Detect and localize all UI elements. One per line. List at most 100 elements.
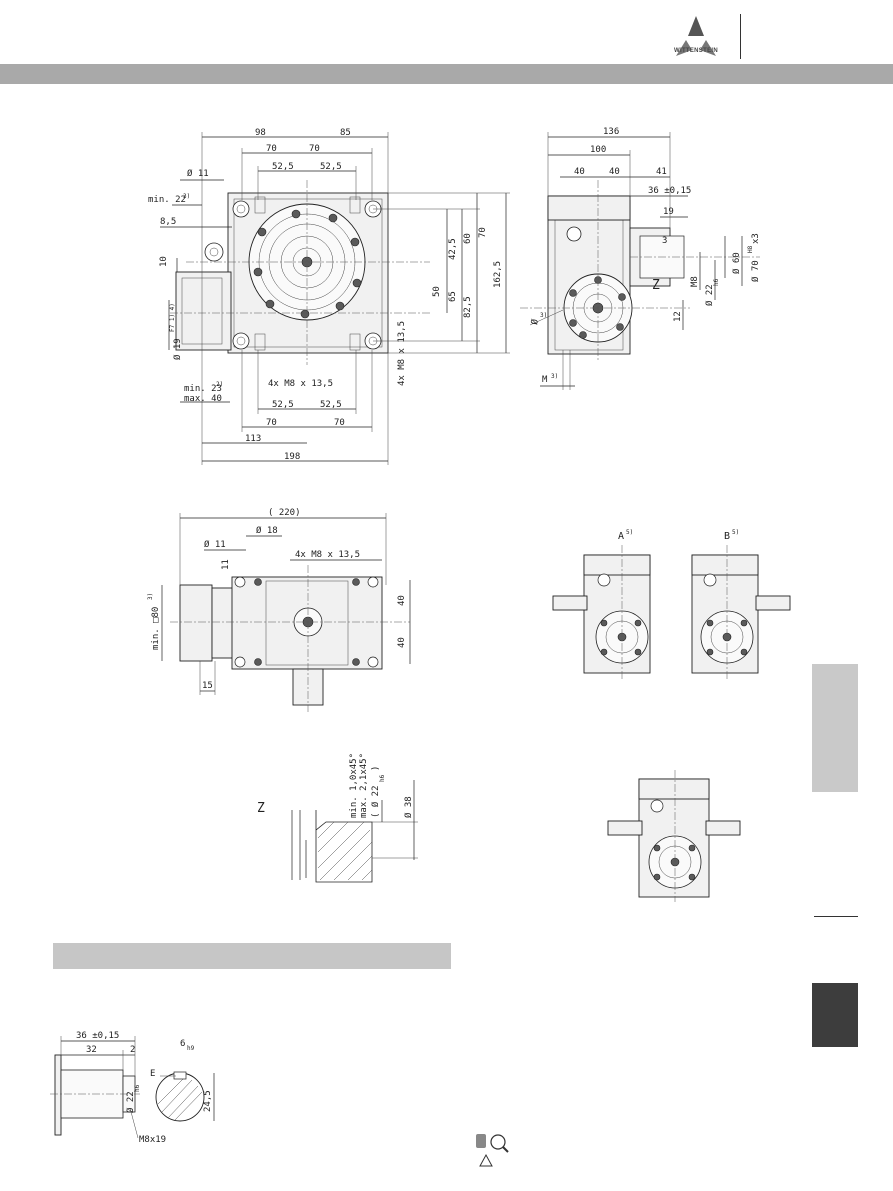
dim-m8-side: M8 [690,276,700,287]
dim-70-br: 70 [334,418,345,428]
top-view-drawing [161,513,411,712]
front-view-labels: 98 85 70 70 52,5 52,5 Ø 11 min. 22 3) 8,… [148,128,503,462]
dim-h6-shaft: h6 [134,1084,141,1092]
dim-52-5-br: 52,5 [320,400,342,410]
dim-h6: h6 [713,278,720,286]
dim-60: 60 [463,233,473,244]
dim-dia-22-z: ( Ø 22 [370,785,381,818]
dim-50: 50 [432,286,442,297]
dim-36: 36 ±0,15 [648,186,691,196]
dim-70-v: 70 [478,227,488,238]
dim-40-top-b: 40 [397,637,407,648]
variant-b-label: B [724,531,730,542]
dim-85: 85 [340,128,351,138]
label-z-side: Z [652,278,660,293]
front-view-drawing [160,132,510,465]
header-band [0,64,893,84]
dim-f7: F7 1) 4) [169,303,176,332]
dim-52-5-right: 52,5 [320,162,342,172]
side-tab-line [814,916,858,917]
side-tab-dark [812,983,858,1047]
dim-sup-2: 2) [216,381,223,388]
dim-dia-left: Ø [529,318,541,326]
variant-b-sup: 5) [732,529,739,536]
dim-min-chamfer: min. 1,0x45° [349,753,359,818]
dim-70-bl: 70 [266,418,277,428]
dim-15: 15 [202,681,213,691]
dim-dia-38: Ø 38 [403,796,414,818]
dim-136: 136 [603,127,619,137]
dim-sup-3: 3) [183,193,190,200]
dim-70-right: 70 [309,144,320,154]
dim-162-5: 162,5 [493,261,503,288]
dim-82-5: 82,5 [463,296,473,318]
dim-dia-11: Ø 11 [187,168,209,179]
dim-65: 65 [448,291,458,302]
dim-4x-m8-bottom: 4x M8 x 13,5 [268,379,333,389]
variant-labels: A 5) B 5) [618,529,739,542]
dim-3: 3 [662,236,667,246]
logo-text: WITTENSTEIN [674,48,718,54]
dim-max-40: max. 40 [184,394,222,404]
side-tab-grey [812,664,858,792]
dim-min-22: min. 22 [148,195,186,205]
variant-a-sup: 5) [626,529,633,536]
dim-6: 6 [180,1039,185,1049]
dim-11-top: 11 [221,559,231,570]
dim-19: 19 [663,207,674,217]
dim-sup-3-top: 3) [147,593,154,600]
shaft-detail-drawing [50,1036,215,1139]
dim-dia-22: Ø 22 [704,284,715,306]
dim-sup-3-m: 3) [551,373,558,380]
shaft-detail-labels: 36 ±0,15 32 2 6 h9 E Ø 22 h6 24,5 M8x19 [76,1031,213,1145]
dim-dia-22-shaft: Ø 22 [125,1091,136,1113]
dim-100: 100 [590,145,606,155]
dim-52-5-left: 52,5 [272,162,294,172]
dim-m8x19: M8x19 [139,1135,166,1145]
dim-198: 198 [284,452,300,462]
dim-41: 41 [656,167,667,177]
dim-dia-18: Ø 18 [256,525,278,536]
measurement-icon [476,1134,509,1167]
top-view-labels: ( 220) Ø 18 Ø 11 11 4x M8 x 13,5 40 40 m… [147,508,407,691]
dim-m-side: M [542,375,548,385]
variant-b-drawing [691,545,791,680]
dim-220: ( 220) [268,508,301,518]
label-e: E [150,1069,155,1079]
dim-32: 32 [86,1045,97,1055]
dim-113: 113 [245,434,261,444]
dim-8-5: 8,5 [160,217,176,227]
dim-24-5: 24,5 [203,1090,213,1112]
dim-4x-m8-right: 4x M8 x 13,5 [397,321,407,386]
dim-98: 98 [255,128,266,138]
dim-36-shaft: 36 ±0,15 [76,1031,119,1041]
dim-x3: x3 [751,233,761,244]
dim-52-5-bl: 52,5 [272,400,294,410]
detail-z-labels: Z min. 1,0x45° max. 2,1x45° ( Ø 22 h6 ) … [257,753,414,818]
dim-10: 10 [159,256,169,267]
dim-dia-60: Ø 60 [731,252,742,274]
dim-h8: H8 [747,245,754,253]
variant-c-drawing [607,770,741,902]
detail-z-drawing [291,780,418,883]
dim-min-80: min. □80 [151,607,161,650]
side-view-drawing [520,132,760,390]
dim-40-a: 40 [574,167,585,177]
dim-40-top-a: 40 [397,595,407,606]
header-divider [740,14,741,59]
dim-sup-3-side: 3) [540,312,547,319]
dim-h6-z: h6 [379,774,386,782]
dim-2: 2 [130,1045,135,1055]
dim-12: 12 [673,311,683,322]
dim-70-left: 70 [266,144,277,154]
dim-42-5: 42,5 [448,238,458,260]
dim-dia-19: Ø 19 [172,338,183,360]
dim-dia-70: Ø 70 [750,260,761,282]
side-view-labels: 136 100 40 40 41 36 ±0,15 19 3 Ø 60 Ø 70… [529,127,761,385]
section-bar [53,943,451,969]
dim-paren-z: ) [371,766,381,771]
dim-max-chamfer: max. 2,1x45° [359,753,369,818]
dim-h9: h9 [187,1045,195,1052]
label-z: Z [257,801,265,816]
